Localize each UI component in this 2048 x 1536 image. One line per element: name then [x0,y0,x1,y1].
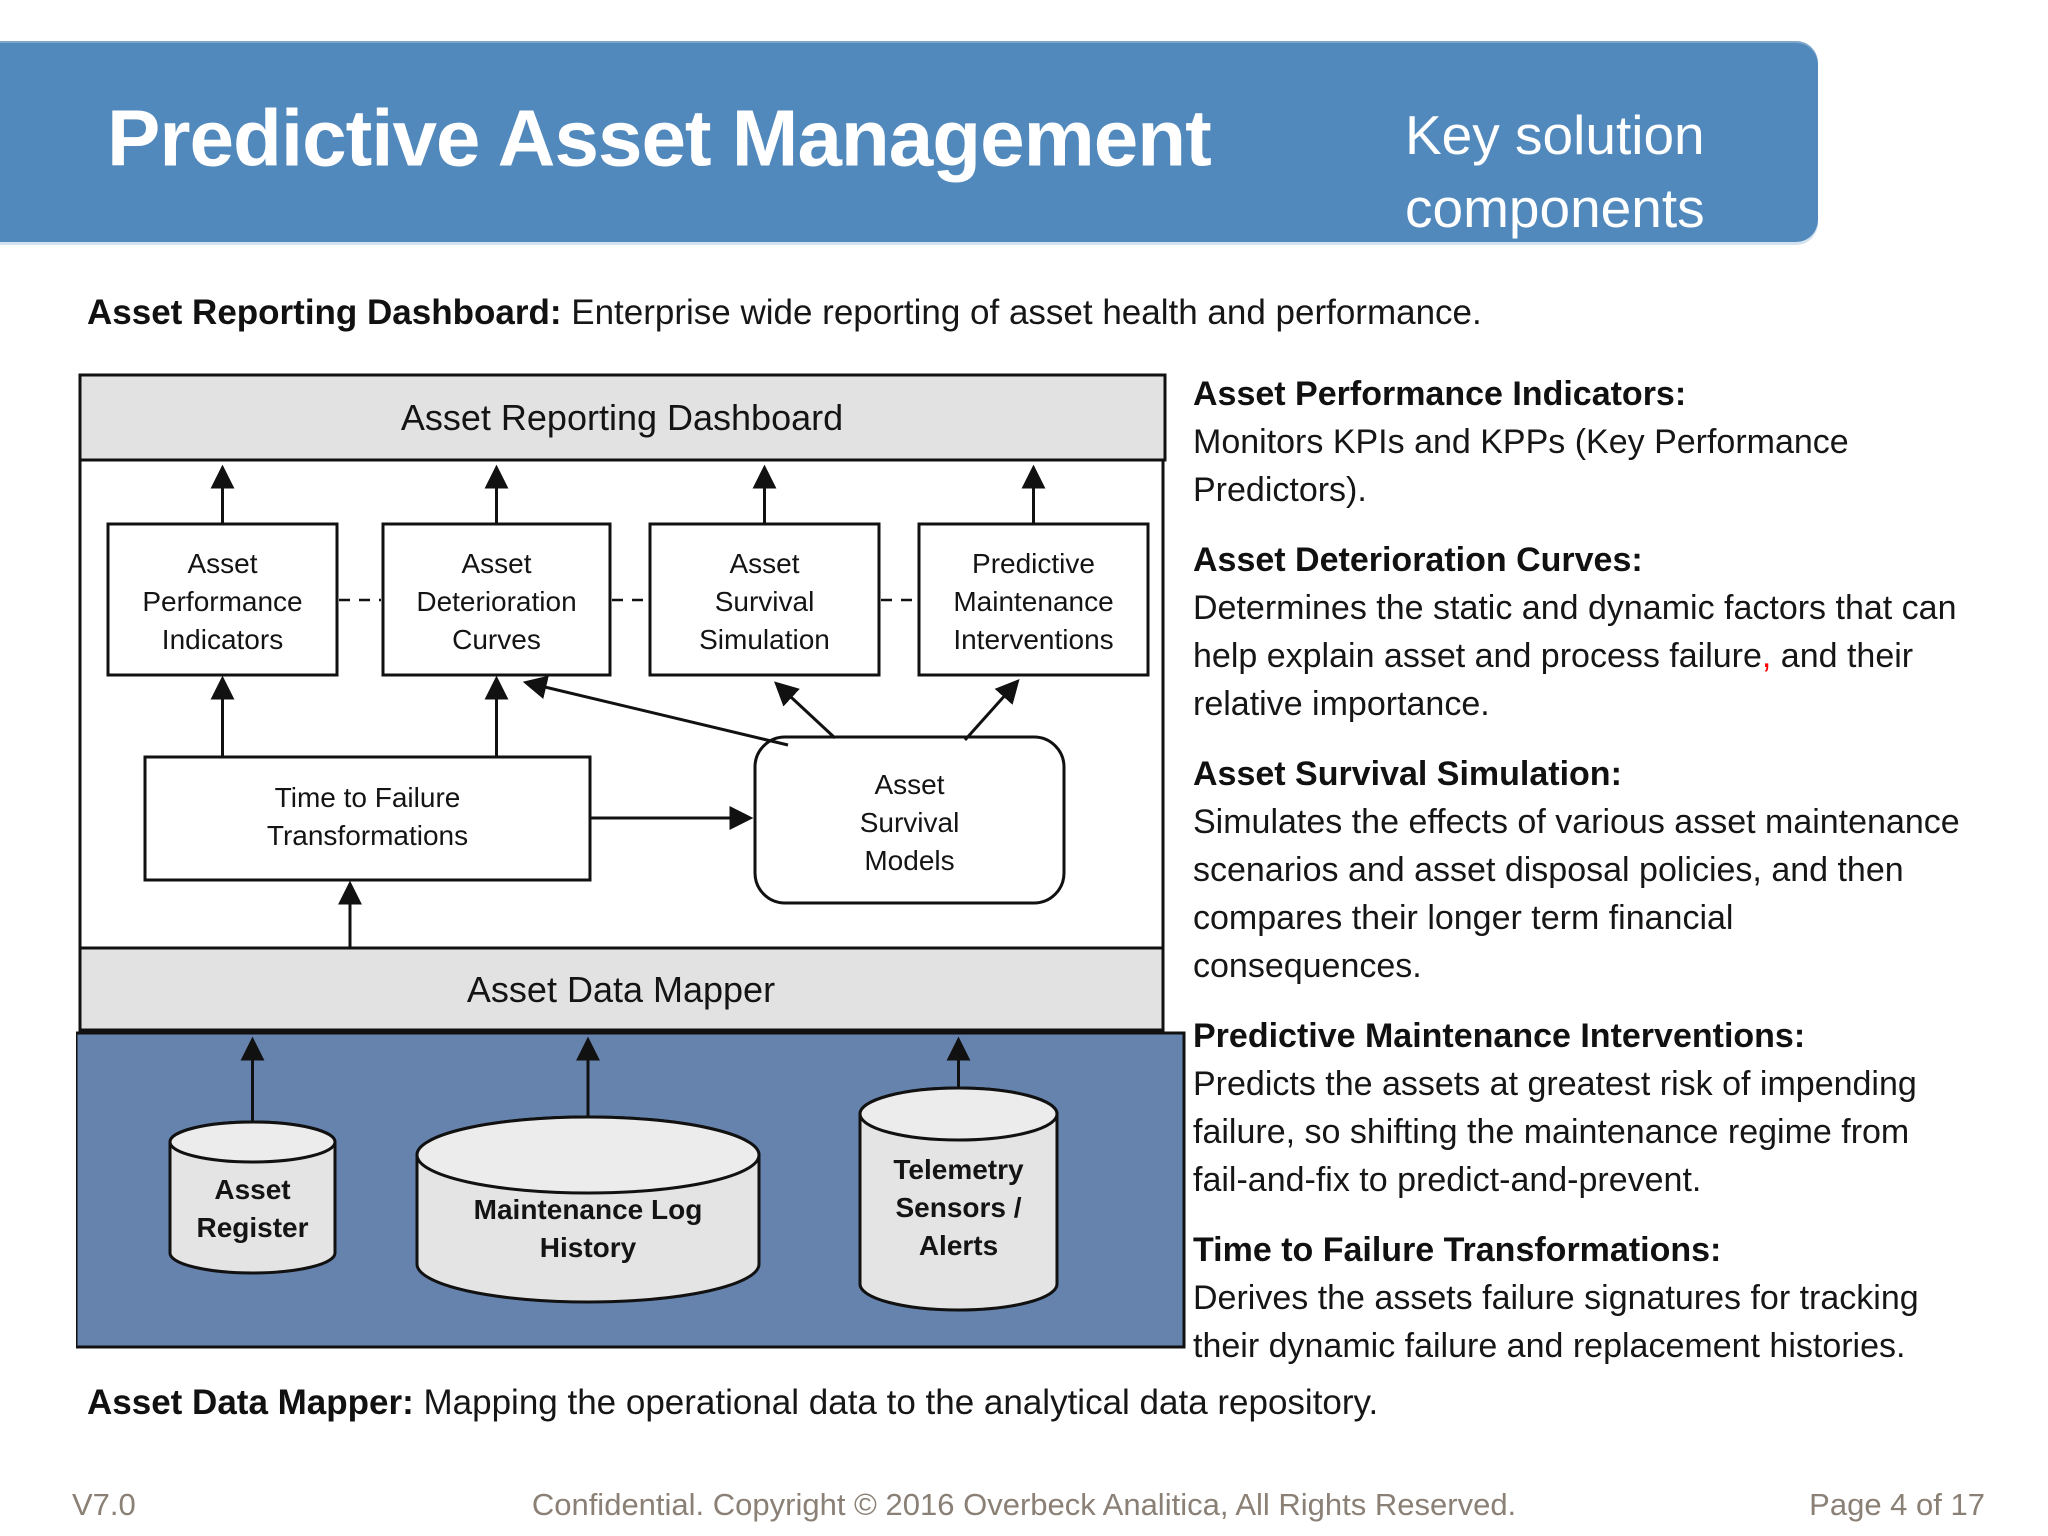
cylinder-label-line: History [540,1232,637,1263]
desc-heading: Time to Failure Transformations: [1193,1231,1722,1269]
component-descriptions: Asset Performance Indicators: Monitors K… [1193,370,2048,1392]
red-comma: , [1761,637,1772,675]
desc-heading: Asset Performance Indicators: [1193,375,1687,413]
cylinder-maintenance-log-history: Maintenance Log History [415,1115,761,1304]
architecture-diagram: Asset Reporting Dashboard Asset Data Map… [76,373,1186,1349]
box-label-line: Models [864,845,954,876]
desc-body: Derives the assets failure signatures fo… [1193,1279,1919,1365]
desc-heading: Predictive Maintenance Interventions: [1193,1017,1806,1055]
box-predictive-maintenance-interventions: Predictive Maintenance Interventions [917,522,1150,677]
cylinder-label-line: Alerts [919,1230,998,1261]
cylinder-label-line: Register [196,1212,308,1243]
box-label-line: Asset [874,769,944,800]
box-label-line: Performance [142,586,302,617]
page-number: Page 4 of 17 [1809,1487,1985,1522]
box-label-line: Asset [729,548,799,579]
desc-body: Simulates the effects of various asset m… [1193,803,1960,985]
cylinder-label-line: Sensors / [895,1192,1021,1223]
box-label-line: Asset [461,548,531,579]
intro-text: Enterprise wide reporting of asset healt… [561,293,1482,332]
data-mapper-bar-label: Asset Data Mapper [467,969,775,1010]
data-mapper-bar [78,946,1165,1032]
box-label-line: Asset [187,548,257,579]
desc-asset-performance-indicators: Asset Performance Indicators: Monitors K… [1193,370,2048,514]
footer: V7.0 Confidential. Copyright © 2016 Over… [0,1487,2048,1527]
copyright-text: Confidential. Copyright © 2016 Overbeck … [531,1487,1517,1522]
box-label-line: Simulation [699,624,830,655]
cylinder-label-line: Telemetry [893,1154,1024,1185]
cylinder-label-line: Asset [214,1174,290,1205]
desc-body-part: Determines the static and dynamic factor… [1193,589,1957,675]
box-asset-deterioration-curves: Asset Deterioration Curves [381,522,612,677]
desc-asset-deterioration-curves: Asset Deterioration Curves: Determines t… [1193,536,2048,728]
mapper-caption-text: Mapping the operational data to the anal… [413,1383,1379,1422]
desc-predictive-maintenance-interventions: Predictive Maintenance Interventions: Pr… [1193,1012,2048,1204]
box-label-line: Survival [860,807,960,838]
version-label: V7.0 [72,1487,136,1522]
box-label-line: Predictive [972,548,1095,579]
box-label-line: Interventions [953,624,1113,655]
page-title: Predictive Asset Management [107,92,1212,182]
desc-heading: Asset Deterioration Curves: [1193,541,1643,579]
box-label-line: Transformations [267,820,468,851]
box-label-line: Survival [715,586,815,617]
title-banner: Predictive Asset Management Key solution… [0,41,1818,242]
box-time-to-failure-transformations: Time to Failure Transformations [143,755,592,882]
cylinder-label-line: Maintenance Log [474,1194,703,1225]
box-label-line: Deterioration [416,586,576,617]
banner-subtitle: Key solution components [1405,104,1705,239]
intro-label: Asset Reporting Dashboard: [87,293,562,332]
desc-time-to-failure-transformations: Time to Failure Transformations: Derives… [1193,1226,2048,1370]
arrow-models-to-adc [522,675,789,747]
box-asset-survival-simulation: Asset Survival Simulation [648,522,881,677]
desc-body: Determines the static and dynamic factor… [1193,584,2048,728]
analytics-container-box [78,373,1165,1032]
box-label-line: Maintenance [953,586,1113,617]
cylinder-asset-register: Asset Register [168,1120,337,1275]
arrow-models-to-ass [774,681,837,740]
desc-heading: Asset Survival Simulation: [1193,755,1622,793]
mapper-caption-label: Asset Data Mapper: [87,1383,414,1422]
arrow-models-to-pmi [963,678,1020,742]
desc-body: Predicts the assets at greatest risk of … [1193,1065,1917,1199]
desc-body-part: and their relative importance. [1193,637,1914,723]
box-label-line: Curves [452,624,541,655]
dashboard-bar-label: Asset Reporting Dashboard [401,397,843,438]
box-asset-performance-indicators: Asset Performance Indicators [106,522,339,677]
desc-body: Monitors KPIs and KPPs (Key Performance … [1193,423,1849,509]
cylinder-telemetry-sensors-alerts: Telemetry Sensors / Alerts [858,1086,1059,1312]
box-asset-survival-models: Asset Survival Models [753,735,1066,905]
box-label-line: Indicators [162,624,283,655]
mapper-caption: Asset Data Mapper: Mapping the operation… [87,1383,1587,1423]
dashboard-bar [78,373,1167,462]
desc-asset-survival-simulation: Asset Survival Simulation: Simulates the… [1193,750,2048,990]
box-label-line: Time to Failure [275,782,461,813]
intro-line: Asset Reporting Dashboard: Enterprise wi… [87,293,1587,333]
